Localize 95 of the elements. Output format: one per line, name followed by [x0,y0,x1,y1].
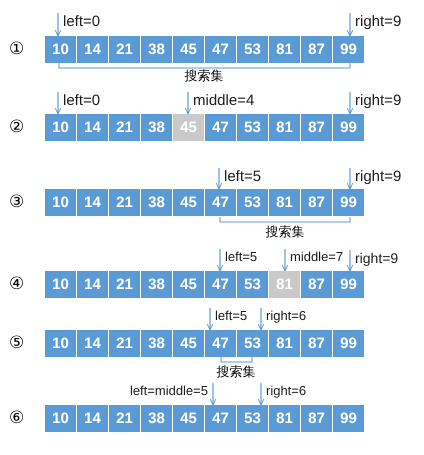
array-element: 21 [109,114,140,141]
pointer-label: left=middle=5 [130,383,213,399]
array-element: 53 [237,330,268,357]
array-element: 38 [141,189,172,216]
array-element: 21 [109,271,140,298]
array-element: 87 [301,405,332,432]
array-element: 21 [109,405,140,432]
pointer-label: left=0 [58,92,100,110]
array-element: 10 [45,189,76,216]
range-label: 搜索集 [184,69,224,84]
array-element: 38 [141,271,172,298]
step-number: ① [9,39,24,60]
pointer-arrow [54,92,62,114]
array-element: 87 [301,330,332,357]
array-element: 21 [109,189,140,216]
pointer-label: left=5 [210,308,248,324]
array-element: 87 [301,114,332,141]
array-element: 81 [269,405,300,432]
step-number: ③ [9,192,24,213]
array-element: 14 [77,189,108,216]
array-element: 45 [173,405,204,432]
array-element: 38 [141,405,172,432]
pointer-arrow [210,383,216,406]
array-element: 45 [173,189,204,216]
array-element: 47 [205,114,236,141]
pointer-arrow [346,13,354,36]
pointer-label: right=9 [350,92,402,110]
array-element: 21 [109,36,140,63]
array-element: 21 [109,330,140,357]
array-element: 87 [301,36,332,63]
array-element: 47 [205,189,236,216]
pointer-arrow [258,383,264,406]
pointer-arrow [54,13,62,36]
array-element: 45 [173,36,204,63]
array-element: 10 [45,271,76,298]
array-element: 99 [333,114,364,141]
array-element: 14 [77,405,108,432]
array-element: 99 [333,189,364,216]
step-number: ④ [9,274,24,295]
array-element: 10 [45,330,76,357]
array-element: 99 [333,36,364,63]
pointer-arrow [346,168,354,190]
array-element: 10 [45,114,76,141]
array-element: 47 [205,330,236,357]
pointer-label: right=9 [350,168,402,186]
array-element: 53 [237,271,268,298]
pointer-label: left=5 [219,168,262,186]
step-number: ② [9,117,24,138]
pointer-arrow [184,92,192,114]
array-element: 47 [205,271,236,298]
array-element: 45 [173,271,204,298]
array-element: 87 [301,189,332,216]
pointer-label: left=0 [58,13,100,31]
array-element: 38 [141,330,172,357]
range-label: 搜索集 [266,225,304,240]
array-element: 14 [77,330,108,357]
array-element: 47 [205,405,236,432]
pointer-arrow [216,168,222,190]
pointer-label: right=9 [350,13,402,31]
array-element: 81 [269,36,300,63]
array-element: 10 [45,405,76,432]
array-element: 81 [269,330,300,357]
range-label: 搜索集 [216,365,256,380]
array-element: 53 [237,114,268,141]
array-element: 81 [269,114,300,141]
array-element: 45 [173,330,204,357]
pointer-label: right=6 [261,383,306,399]
array-element: 81 [269,189,300,216]
pointer-label: right=6 [261,308,306,324]
pointer-label: left=5 [220,249,258,265]
array-element: 53 [237,189,268,216]
pointer-label: middle=4 [188,92,254,110]
array-element: 47 [205,36,236,63]
array-element: 53 [237,405,268,432]
array-element: 14 [77,271,108,298]
array-element: 99 [333,271,364,298]
pointer-arrow [346,250,354,272]
array-element: 87 [301,271,332,298]
pointer-arrow [282,249,288,272]
pointer-arrow [206,308,214,330]
array-element: 14 [77,36,108,63]
array-element: 38 [141,36,172,63]
pointer-label: right=9 [350,250,398,267]
array-element: 14 [77,114,108,141]
pointer-label: middle=7 [285,249,344,265]
array-element: 38 [141,114,172,141]
step-number: ⑥ [9,408,24,429]
array-element: 99 [333,405,364,432]
pointer-arrow [258,308,264,330]
step-number: ⑤ [9,333,24,354]
array-element: 99 [333,330,364,357]
array-element: 10 [45,36,76,63]
pointer-arrow [216,249,224,272]
pointer-arrow [346,92,354,114]
array-element: 53 [237,36,268,63]
